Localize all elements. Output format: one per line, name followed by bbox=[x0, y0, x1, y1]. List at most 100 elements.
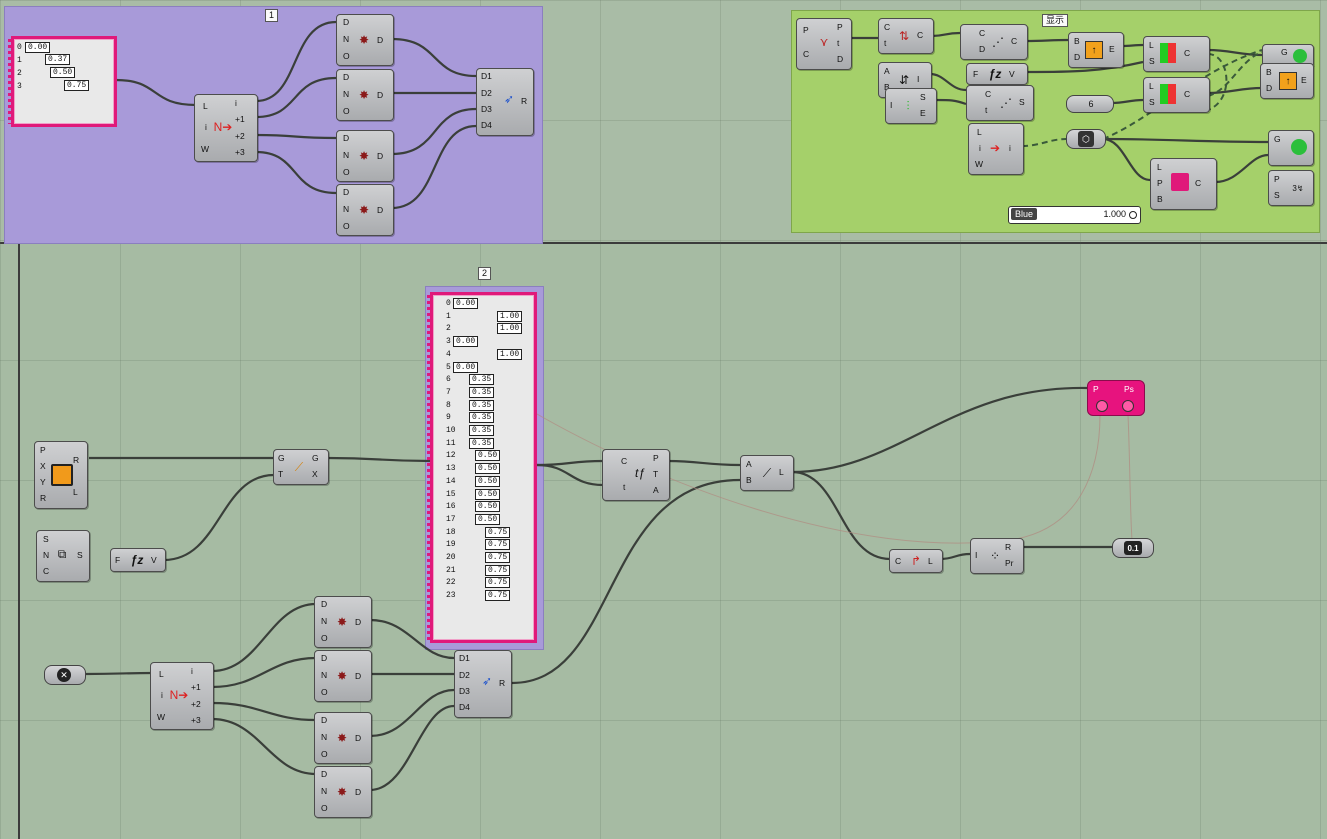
interpolate-component[interactable]: C D ⋰ C bbox=[960, 24, 1028, 60]
panel-row-value: 0.37 bbox=[45, 54, 71, 65]
panel-row-index: 1 bbox=[446, 311, 451, 321]
panel-row-index: 4 bbox=[446, 349, 451, 359]
panel-row-index: 16 bbox=[446, 502, 456, 512]
slider-label: Blue bbox=[1011, 208, 1038, 220]
panel-row-index: 20 bbox=[446, 553, 456, 562]
gradient-icon bbox=[1160, 84, 1176, 104]
expression-component[interactable]: F ƒz V bbox=[110, 548, 166, 572]
panel-row-value: 0.75 bbox=[485, 552, 511, 563]
weave-component[interactable]: D1 D2 D3 D4 ➶ R bbox=[476, 68, 534, 136]
list-item-component[interactable]: L i W ➔ i bbox=[968, 123, 1024, 175]
tween-curve-component[interactable]: C t tƒ P T A bbox=[602, 449, 670, 501]
duplicate-data-component[interactable]: D N O ✸ D bbox=[314, 712, 372, 764]
line-component[interactable]: A B ⟋ L bbox=[740, 455, 794, 491]
duplicate-icon: ✸ bbox=[358, 88, 370, 102]
list-item-icon: N➔ bbox=[169, 688, 189, 702]
gradient-component[interactable]: L S C bbox=[1143, 77, 1210, 113]
group-display-tag[interactable]: 显示 bbox=[1042, 14, 1069, 27]
panel-row-value: 0.50 bbox=[475, 475, 501, 487]
boolean-toggle-parameter[interactable]: ✕ bbox=[44, 665, 86, 685]
duplicate-data-component[interactable]: D N O ✸ D bbox=[336, 184, 394, 236]
panel-row-index: 17 bbox=[446, 514, 456, 524]
duplicate-icon: ✸ bbox=[336, 615, 348, 629]
preview-icon bbox=[1291, 139, 1307, 155]
number-parameter[interactable]: 0.1 bbox=[1112, 538, 1154, 558]
number-icon: 0.1 bbox=[1124, 541, 1142, 555]
integer-parameter[interactable]: 6 bbox=[1066, 95, 1114, 113]
text-tag-icon: 3↯ bbox=[1292, 183, 1304, 193]
evaluate-curve-component[interactable]: P C ⋎ P t D bbox=[796, 18, 852, 70]
panel-row-value: 0.00 bbox=[453, 361, 479, 373]
rectangle-component[interactable]: P X Y R R L bbox=[34, 441, 88, 509]
split-list-component[interactable]: I ⫶ S E bbox=[885, 88, 937, 124]
panel-row-index: 1 bbox=[17, 56, 22, 65]
list-item-component[interactable]: L i W N➔ i +1 +2 +3 bbox=[150, 662, 214, 730]
divide-curve-component[interactable]: C t ⋰ S bbox=[966, 85, 1034, 121]
tween-icon: tƒ bbox=[634, 466, 645, 480]
gradient-component[interactable]: L S C bbox=[1143, 36, 1210, 72]
group-1-tag[interactable]: 1 bbox=[265, 9, 279, 22]
group-2-tag[interactable]: 2 bbox=[478, 267, 492, 280]
number-panel-small[interactable]: 0 0.00 1 0.37 2 0.50 3 0.75 bbox=[8, 36, 117, 127]
panel-row-value: 0.00 bbox=[453, 336, 479, 348]
panel-row-value: 0.50 bbox=[475, 463, 501, 475]
panel-row-value: 0.50 bbox=[475, 488, 501, 500]
geometry-parameter[interactable]: ⬡ bbox=[1066, 129, 1106, 149]
panel-row-value: 0.50 bbox=[475, 501, 501, 513]
preview-toggle-icon[interactable] bbox=[1096, 400, 1108, 412]
duplicate-data-component[interactable]: D N O ✸ D bbox=[336, 130, 394, 182]
flip-curve-component[interactable]: C t ⇅ C bbox=[878, 18, 934, 54]
duplicate-icon: ✸ bbox=[336, 785, 348, 799]
panel-row-value: 0.50 bbox=[475, 513, 501, 525]
expression-component[interactable]: F ƒz V bbox=[966, 63, 1028, 85]
panel-row-index: 8 bbox=[446, 400, 451, 410]
weave-icon: ➶ bbox=[481, 674, 493, 688]
panel-row-index: 3 bbox=[17, 82, 22, 91]
panel-row-value: 0.00 bbox=[25, 42, 51, 53]
flip-icon: ⇅ bbox=[898, 29, 910, 43]
panel-row-value: 0.35 bbox=[469, 425, 495, 436]
list-item-icon: N➔ bbox=[213, 120, 233, 134]
panel-row-value: 0.75 bbox=[64, 80, 90, 91]
duplicate-data-component[interactable]: D N O ✸ D bbox=[314, 596, 372, 648]
list-item-component[interactable]: L i W N➔ i +1 +2 +3 bbox=[194, 94, 258, 162]
divide-icon: ⋰ bbox=[1000, 96, 1012, 110]
gradient-icon bbox=[1160, 43, 1176, 63]
panel-row-value: 0.35 bbox=[469, 374, 495, 386]
text-tag-component[interactable]: P S 3↯ bbox=[1268, 170, 1314, 206]
duplicate-data-component[interactable]: D N O ✸ D bbox=[314, 766, 372, 818]
preview-toggle-icon[interactable] bbox=[1122, 400, 1134, 412]
curve-length-component[interactable]: C ↱ L bbox=[889, 549, 943, 573]
interpolate-icon: ⋰ bbox=[992, 35, 1004, 49]
panel-row-index: 13 bbox=[446, 464, 456, 474]
series-component[interactable]: S N C ⧉ S bbox=[36, 530, 90, 582]
bake-component[interactable]: B D ↑ E bbox=[1068, 32, 1124, 68]
panel-row-value: 1.00 bbox=[497, 348, 523, 360]
panel-row-index: 23 bbox=[446, 591, 456, 601]
weave-component[interactable]: D1 D2 D3 D4 ➶ R bbox=[454, 650, 512, 718]
custom-preview-component[interactable]: P Ps bbox=[1087, 380, 1145, 416]
gate-component[interactable]: G T ⟋ G X bbox=[273, 449, 329, 485]
number-slider[interactable]: Blue 1.000 bbox=[1008, 206, 1141, 224]
gate-icon: ⟋ bbox=[294, 459, 304, 474]
duplicate-icon: ✸ bbox=[358, 203, 370, 217]
duplicate-data-component[interactable]: D N O ✸ D bbox=[336, 14, 394, 66]
panel-row-value: 0.35 bbox=[469, 399, 495, 411]
panel-row-index: 11 bbox=[446, 438, 456, 448]
duplicate-data-component[interactable]: D N O ✸ D bbox=[314, 650, 372, 702]
preview-component[interactable]: G P bbox=[1268, 130, 1314, 166]
duplicate-data-component[interactable]: D N O ✸ D bbox=[336, 69, 394, 121]
bake-component[interactable]: B D ↑ E bbox=[1260, 63, 1314, 99]
populate-component[interactable]: I ⁘ R Pr bbox=[970, 538, 1024, 574]
populate-icon: ⁘ bbox=[989, 549, 1001, 563]
layer-component[interactable]: L P B C bbox=[1150, 158, 1217, 210]
slider-knob[interactable] bbox=[1129, 211, 1137, 219]
split-icon: ⫶ bbox=[906, 98, 910, 113]
panel-row-value: 0.35 bbox=[469, 437, 495, 449]
duplicate-icon: ✸ bbox=[358, 149, 370, 163]
duplicate-icon: ✸ bbox=[336, 669, 348, 683]
duplicate-icon: ✸ bbox=[358, 33, 370, 47]
